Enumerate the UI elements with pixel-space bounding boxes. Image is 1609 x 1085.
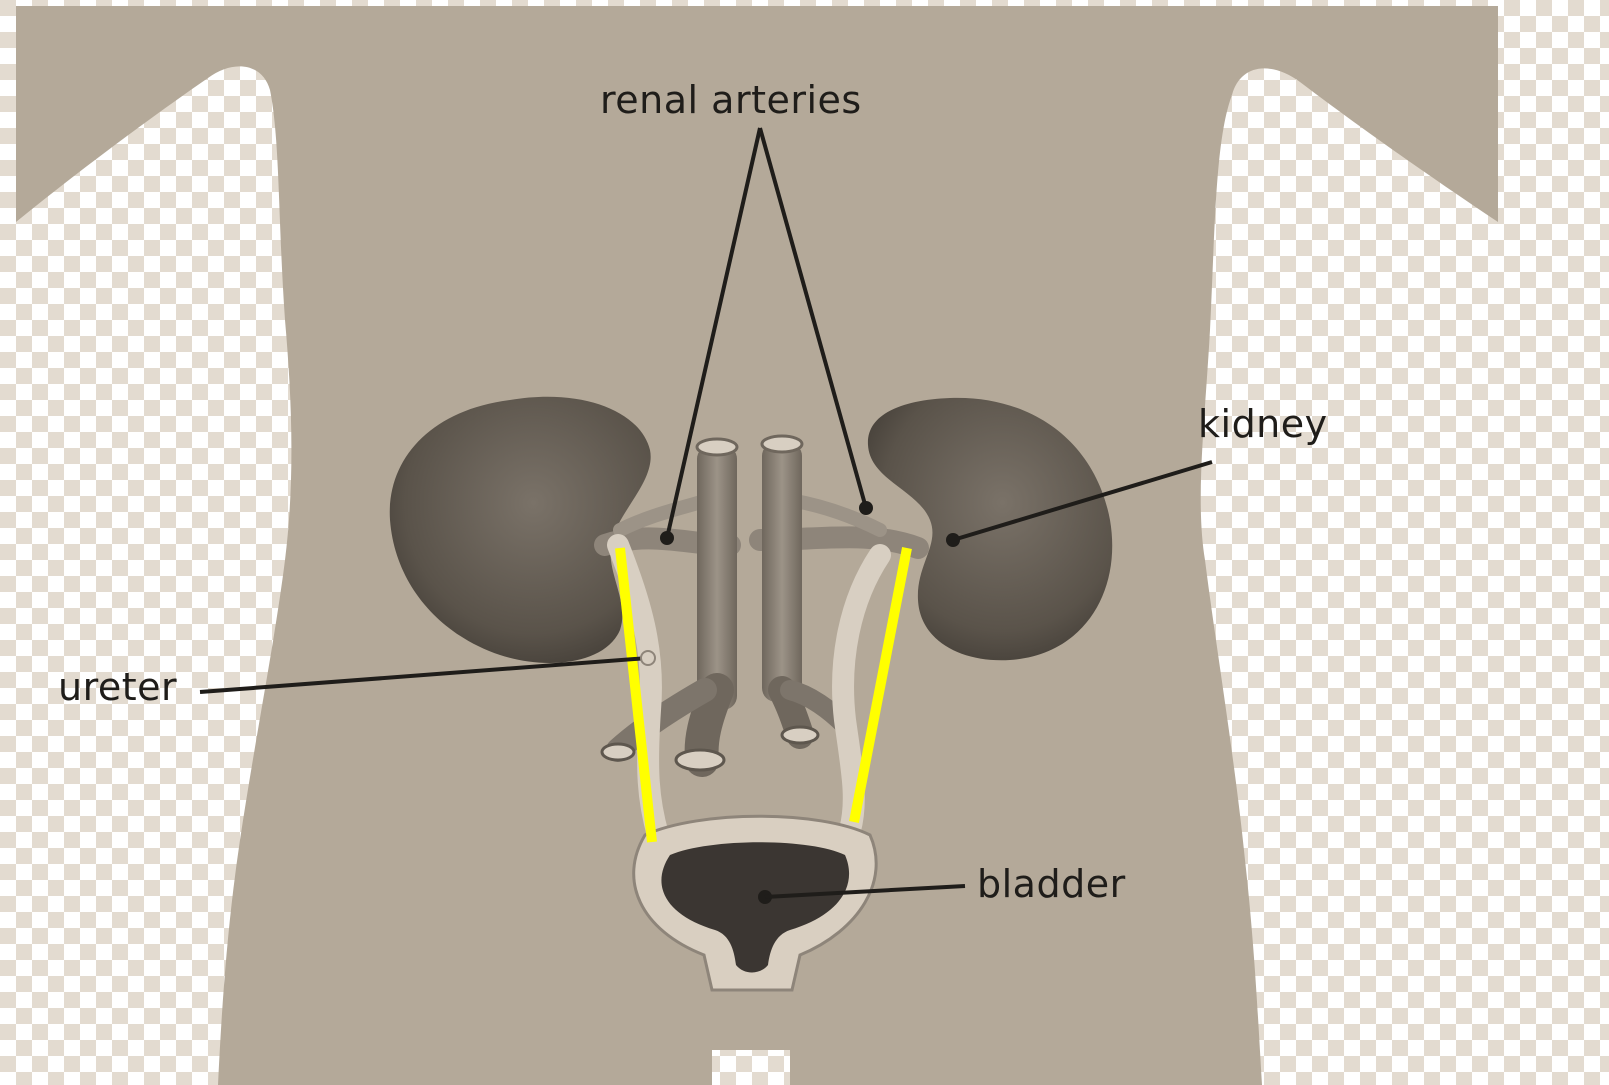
iliac-opening-3 <box>782 727 818 743</box>
renal-arteries-dot-left <box>859 501 873 515</box>
vena-cava-opening <box>697 439 737 455</box>
iliac-opening-1 <box>676 750 724 770</box>
iliac-opening-2 <box>602 744 634 760</box>
aorta <box>762 442 802 702</box>
vena-cava <box>697 445 737 710</box>
ureter-dot <box>641 651 655 665</box>
renal-arteries-label: renal arteries <box>600 78 862 122</box>
kidney-label: kidney <box>1198 402 1328 446</box>
ureter-label: ureter <box>58 665 177 709</box>
renal-arteries-dot-right <box>660 531 674 545</box>
kidney-dot <box>946 533 960 547</box>
bladder-label: bladder <box>977 862 1126 906</box>
aorta-opening <box>762 436 802 452</box>
